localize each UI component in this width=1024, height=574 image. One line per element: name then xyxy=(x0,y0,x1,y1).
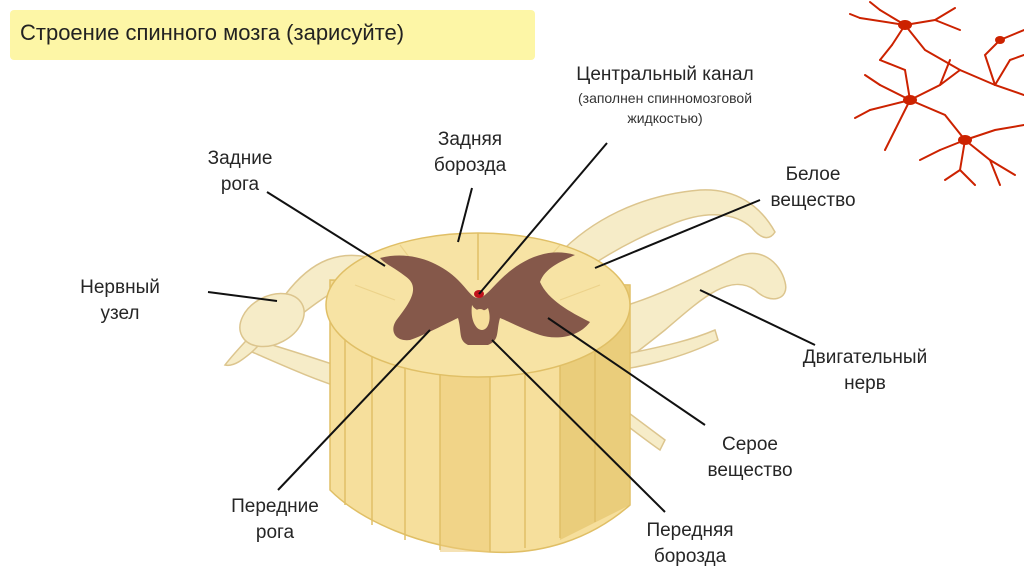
label-ganglion-line1: Нервный xyxy=(55,275,185,301)
label-grey-matter-line1: Серое xyxy=(680,432,820,458)
label-ganglion: Нервный узел xyxy=(55,275,185,327)
label-anterior-fissure: Передняя борозда xyxy=(620,518,760,570)
label-posterior-horns-line1: Задние xyxy=(185,146,295,172)
label-grey-matter: Серое вещество xyxy=(680,432,820,484)
label-anterior-horns: Передние рога xyxy=(205,494,345,546)
label-white-matter: Белое вещество xyxy=(748,162,878,214)
label-central-canal-line1: Центральный канал xyxy=(540,62,790,88)
label-central-canal-line3: жидкостью) xyxy=(540,108,790,128)
label-posterior-sulcus: Задняя борозда xyxy=(410,127,530,179)
label-ganglion-line2: узел xyxy=(55,301,185,327)
label-posterior-horns-line2: рога xyxy=(185,172,295,198)
label-posterior-sulcus-line2: борозда xyxy=(410,153,530,179)
label-anterior-horns-line2: рога xyxy=(205,520,345,546)
label-anterior-fissure-line2: борозда xyxy=(620,544,760,570)
label-white-matter-line2: вещество xyxy=(748,188,878,214)
label-motor-nerve-line1: Двигательный xyxy=(770,345,960,371)
label-anterior-fissure-line1: Передняя xyxy=(620,518,760,544)
label-central-canal-line2: (заполнен спинномозговой xyxy=(540,88,790,108)
label-motor-nerve-line2: нерв xyxy=(770,371,960,397)
neuron-network-icon xyxy=(850,2,1024,185)
label-motor-nerve: Двигательный нерв xyxy=(770,345,960,397)
label-grey-matter-line2: вещество xyxy=(680,458,820,484)
label-posterior-horns: Задние рога xyxy=(185,146,295,198)
label-anterior-horns-line1: Передние xyxy=(205,494,345,520)
label-central-canal: Центральный канал (заполнен спинномозгов… xyxy=(540,62,790,128)
label-white-matter-line1: Белое xyxy=(748,162,878,188)
label-posterior-sulcus-line1: Задняя xyxy=(410,127,530,153)
